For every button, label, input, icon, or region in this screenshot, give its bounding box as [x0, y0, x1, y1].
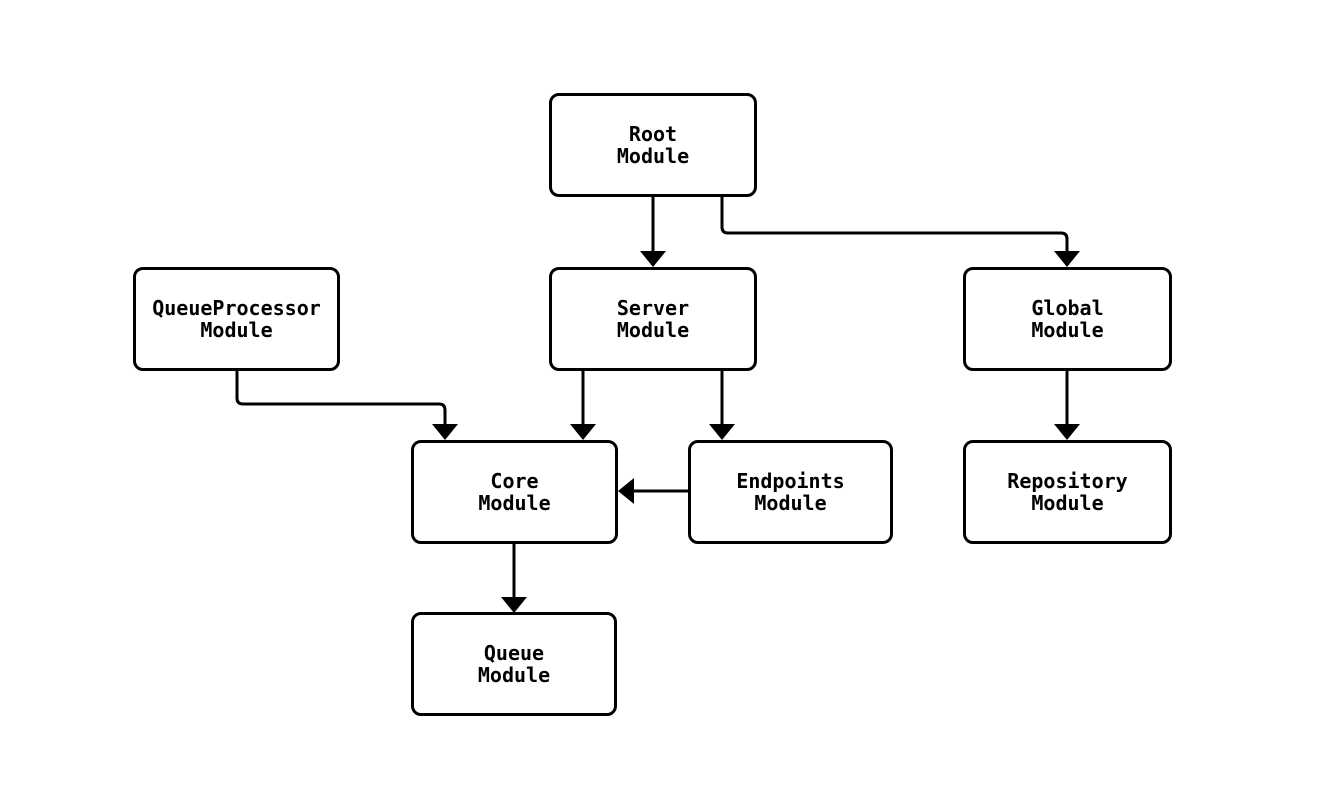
arrowhead-down-icon [709, 424, 735, 440]
arrowhead-down-icon [1054, 251, 1080, 267]
edge-endpoints-to-core [618, 478, 688, 504]
node-queue-module-line1: Queue [483, 641, 545, 665]
node-server-module: Server Module [549, 267, 757, 371]
node-server-module-line2: Module [616, 318, 690, 342]
arrowhead-down-icon [1054, 424, 1080, 440]
node-repository-module-line2: Module [1031, 491, 1104, 515]
node-repository-module: Repository Module [963, 440, 1172, 544]
node-root-module-line1: Root [628, 122, 678, 146]
node-global-module-line2: Module [1031, 318, 1104, 342]
arrowhead-down-icon [432, 424, 458, 440]
node-queueprocessor-module-line2: Module [200, 318, 273, 342]
node-queueprocessor-module-line1: QueueProcessor [152, 296, 321, 320]
node-global-module-line1: Global [1031, 296, 1104, 320]
node-endpoints-module-line1: Endpoints [736, 469, 845, 493]
arrowhead-down-icon [570, 424, 596, 440]
edge-root-to-server [640, 197, 666, 267]
node-core-module-line1: Core [490, 469, 539, 493]
arrowhead-down-icon [640, 251, 666, 267]
edge-root-to-global [720, 197, 1080, 267]
node-root-module-line2: Module [616, 144, 690, 168]
edge-core-to-queue [501, 544, 527, 613]
node-server-module-line1: Server [616, 296, 690, 320]
node-root-module: Root Module [549, 93, 757, 197]
node-global-module: Global Module [963, 267, 1172, 371]
node-queueprocessor-module: QueueProcessor Module [133, 267, 340, 371]
edge-server-to-core [570, 371, 596, 440]
edge-global-to-repository [1054, 371, 1080, 440]
edge-server-to-endpoints [709, 371, 735, 440]
edge-queueprocessor-to-core [235, 371, 458, 440]
node-queue-module-line2: Module [477, 663, 551, 687]
node-endpoints-module-line2: Module [754, 491, 827, 515]
node-repository-module-line1: Repository [1007, 469, 1128, 493]
arrowhead-left-icon [618, 478, 634, 504]
node-endpoints-module: Endpoints Module [688, 440, 893, 544]
node-queue-module: Queue Module [411, 612, 617, 716]
arrowhead-down-icon [501, 597, 527, 613]
node-core-module: Core Module [411, 440, 618, 544]
node-core-module-line2: Module [478, 491, 551, 515]
